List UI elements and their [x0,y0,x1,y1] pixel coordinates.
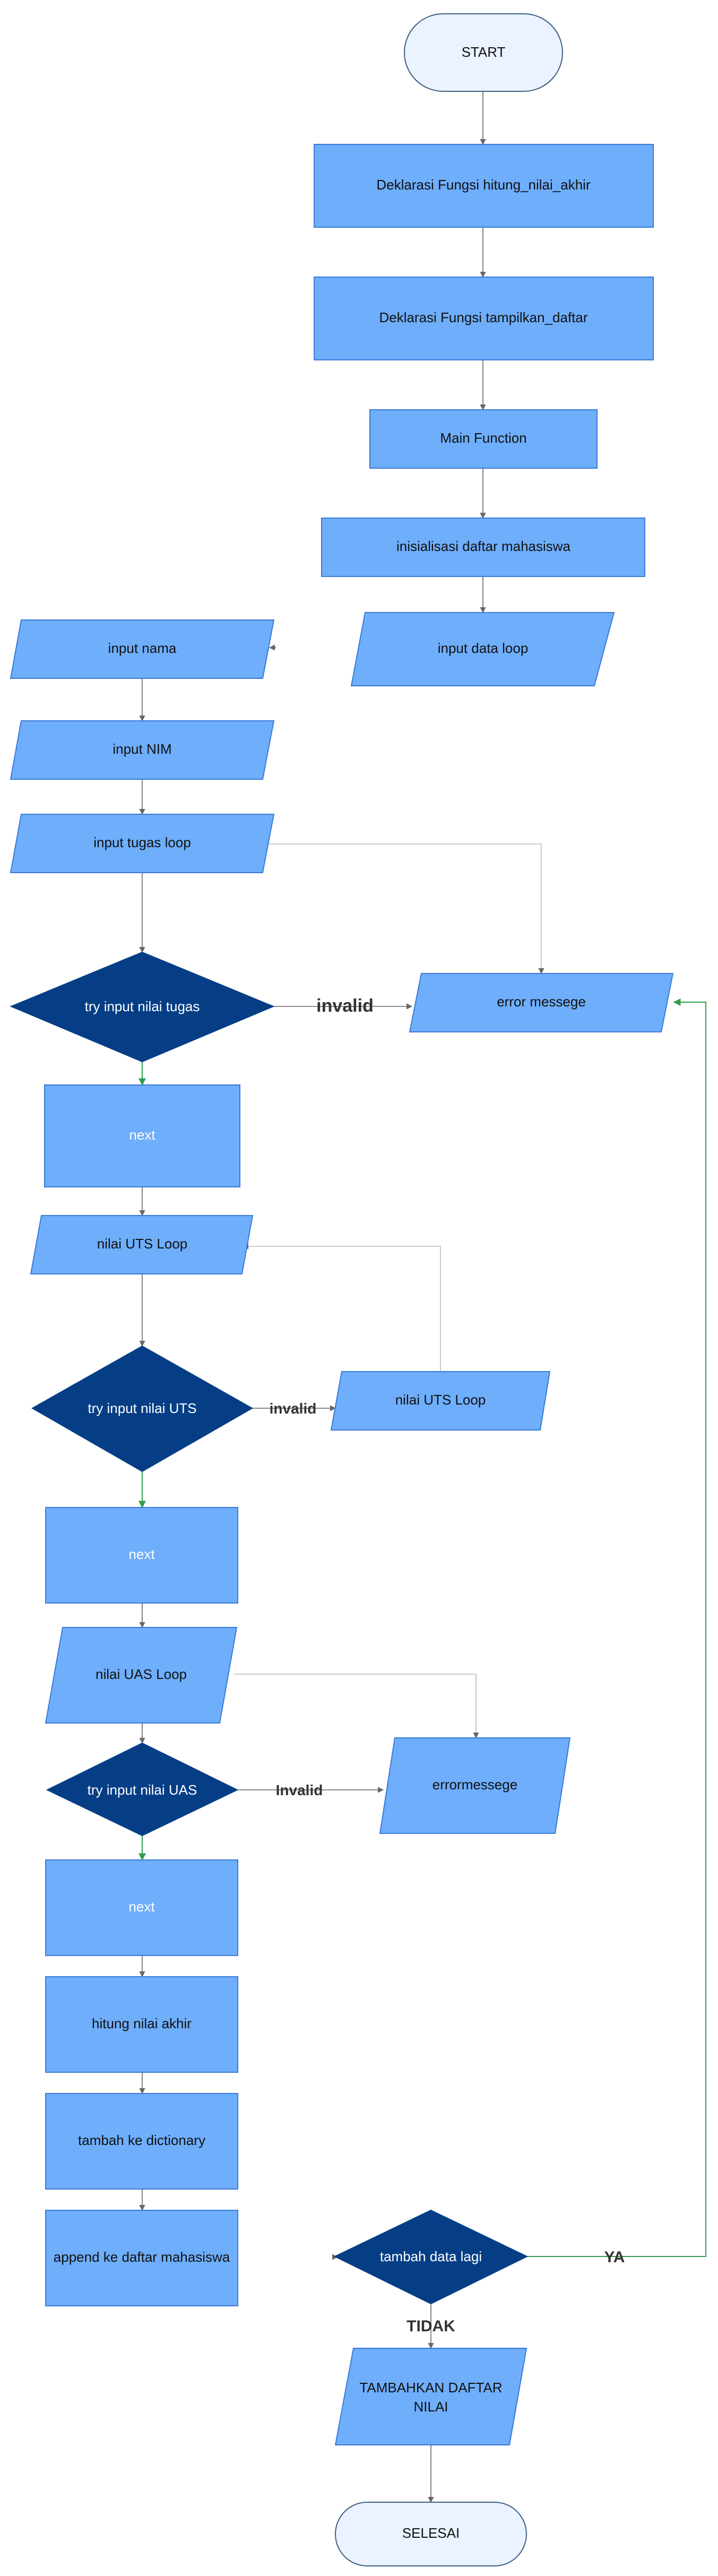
edge-label-tidak: TIDAK [406,2317,455,2335]
init-daftar-label: inisialisasi daftar mahasiswa [396,538,571,554]
edge-label-invalid-uas: Invalid [276,1782,323,1798]
main-function-process: Main Function [369,409,598,469]
nilai-uts-loop-label: nilai UTS Loop [97,1236,188,1252]
input-nim-io: input NIM [10,720,275,780]
try-tugas-decision: try input nilai tugas [10,951,275,1063]
errormessege-io: errormessege [379,1737,571,1834]
next-1-process: next [44,1084,240,1187]
decl-hitung-label: Deklarasi Fungsi hitung_nilai_akhir [376,177,591,193]
tambahkan-daftar-nilai-line1: TAMBAHKAN DAFTAR [359,2380,502,2396]
edge-label-ya: YA [604,2248,625,2266]
append-daftar-label: append ke daftar mahasiswa [54,2249,230,2265]
tambah-data-lagi-label: tambah data lagi [380,2248,482,2264]
selesai-label: SELESAI [402,2525,460,2541]
edge-uas-loop-errormessege [233,1674,479,1739]
selesai-terminal: SELESAI [335,2502,527,2566]
try-tugas-label: try input nilai tugas [85,998,200,1014]
tambahkan-daftar-nilai-io: TAMBAHKAN DAFTAR NILAI [334,2348,527,2445]
tambah-data-lagi-decision: tambah data lagi [333,2209,529,2305]
edge-ya-loop [527,998,706,2257]
decl-tampilkan-process: Deklarasi Fungsi tampilkan_daftar [314,277,654,360]
next-1-label: next [129,1127,155,1143]
nilai-uas-loop-io: nilai UAS Loop [45,1627,238,1724]
next-2-label: next [128,1546,155,1562]
input-tugas-loop-label: input tugas loop [93,834,191,850]
error-messege-label: error messege [497,994,586,1010]
nilai-uas-loop-label: nilai UAS Loop [96,1666,187,1682]
try-uts-label: try input nilai UTS [88,1400,196,1416]
hitung-nilai-akhir-label: hitung nilai akhir [92,2015,192,2031]
edge-tugas-error [268,843,544,975]
try-uas-decision: try input nilai UAS [46,1742,239,1837]
edge-uts2-uts-loop [242,1243,441,1372]
connectors [139,91,706,2503]
start-label: START [462,44,506,60]
init-daftar-process: inisialisasi daftar mahasiswa [321,518,645,577]
next-3-process: next [45,1859,238,1956]
input-data-loop-label: input data loop [438,640,529,656]
try-uas-label: try input nilai UAS [88,1782,197,1798]
errormessege-label: errormessege [432,1777,517,1793]
nilai-uts-loop-io: nilai UTS Loop [30,1215,254,1274]
input-nama-io: input nama [10,619,275,679]
try-uts-decision: try input nilai UTS [31,1345,254,1472]
error-messege-io: error messege [409,973,674,1032]
edge-label-invalid-tugas: invalid [316,996,374,1016]
start-terminal: START [404,13,563,92]
decl-hitung-process: Deklarasi Fungsi hitung_nilai_akhir [314,144,654,228]
main-function-label: Main Function [440,430,526,446]
append-daftar-process: append ke daftar mahasiswa [45,2210,238,2306]
tambah-dictionary-process: tambah ke dictionary [45,2093,238,2190]
tambahkan-daftar-nilai-line2: NILAI [413,2399,448,2415]
decl-tampilkan-label: Deklarasi Fungsi tampilkan_daftar [379,309,587,325]
next-2-process: next [45,1507,238,1604]
next-3-label: next [128,1899,155,1915]
edge-labels: invalid invalid Invalid YA TIDAK [270,996,625,2335]
edge-label-invalid-uts: invalid [270,1400,317,1417]
input-nim-label: input NIM [113,741,171,757]
input-data-loop-io: input data loop [350,612,615,686]
nilai-uts-loop-2-io: nilai UTS Loop [330,1371,551,1431]
hitung-nilai-akhir-process: hitung nilai akhir [45,1976,238,2073]
input-nama-label: input nama [108,640,177,656]
input-tugas-loop-io: input tugas loop [10,814,275,873]
tambah-dictionary-label: tambah ke dictionary [78,2132,205,2148]
nilai-uts-loop-2-label: nilai UTS Loop [395,1392,486,1408]
